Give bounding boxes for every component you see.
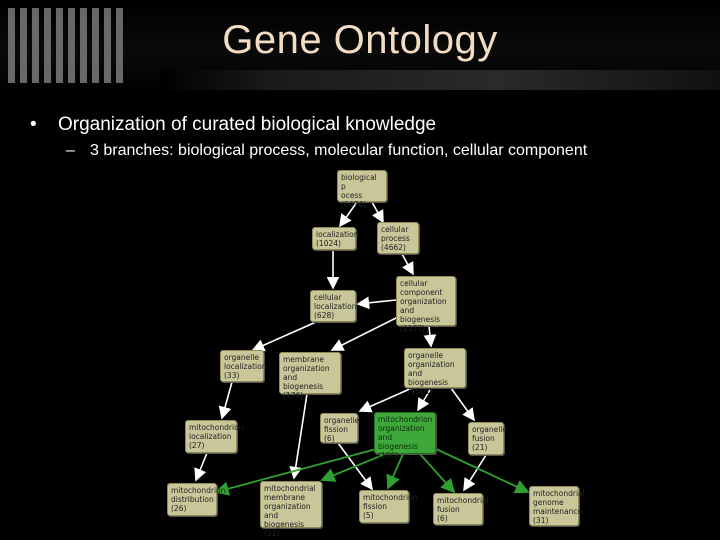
node-membrane-organization: membrane organization and biogenesis (17… — [279, 352, 341, 394]
node-organelle-localization: organelle localization (33) — [220, 350, 264, 382]
node-biological-process: biological p ocess (6474) — [337, 170, 387, 202]
node-cellular-component-organization: cellular component organization and biog… — [396, 276, 456, 326]
edge-highlighted — [420, 454, 454, 492]
node-mitochondrion-distribution: mitochondrion distribution (26) — [167, 483, 217, 516]
node-cellular-localization: cellular localization (628) — [310, 290, 356, 322]
node-cellular-process: cellular process (4662) — [377, 222, 419, 254]
edge — [451, 388, 474, 420]
edge — [360, 388, 412, 411]
node-mitochondrion-fission: mitochondrion fission (5) — [359, 490, 409, 523]
edge — [372, 202, 383, 222]
node-organelle-fission: organelle fission (6) — [320, 413, 358, 443]
node-organelle-fusion: organelle fusion (21) — [468, 422, 504, 455]
node-mitochondrion-localization: mitochondrion localization (27) — [185, 420, 237, 453]
edge — [222, 382, 232, 418]
edge — [402, 254, 413, 274]
edge — [429, 326, 431, 346]
edge — [464, 455, 486, 490]
edge — [358, 300, 396, 304]
node-mitochondrial-membrane-organization: mitochondrial membrane organization and … — [260, 481, 322, 528]
node-mitochondrial-genome-maintenance: mitochondrial genome maintenance (31) — [529, 486, 579, 526]
node-localization: localization (1024) — [312, 227, 356, 250]
edge — [196, 453, 207, 480]
node-organelle-organization: organelle organization and biogenesis (1… — [404, 348, 466, 388]
edge — [294, 394, 307, 478]
node-mitochondrion-organization: mitochondrion organization and biogenesi… — [374, 412, 436, 454]
node-mitochondrial-fusion: mitochondrial fusion (6) — [433, 493, 483, 525]
edge — [253, 322, 316, 350]
